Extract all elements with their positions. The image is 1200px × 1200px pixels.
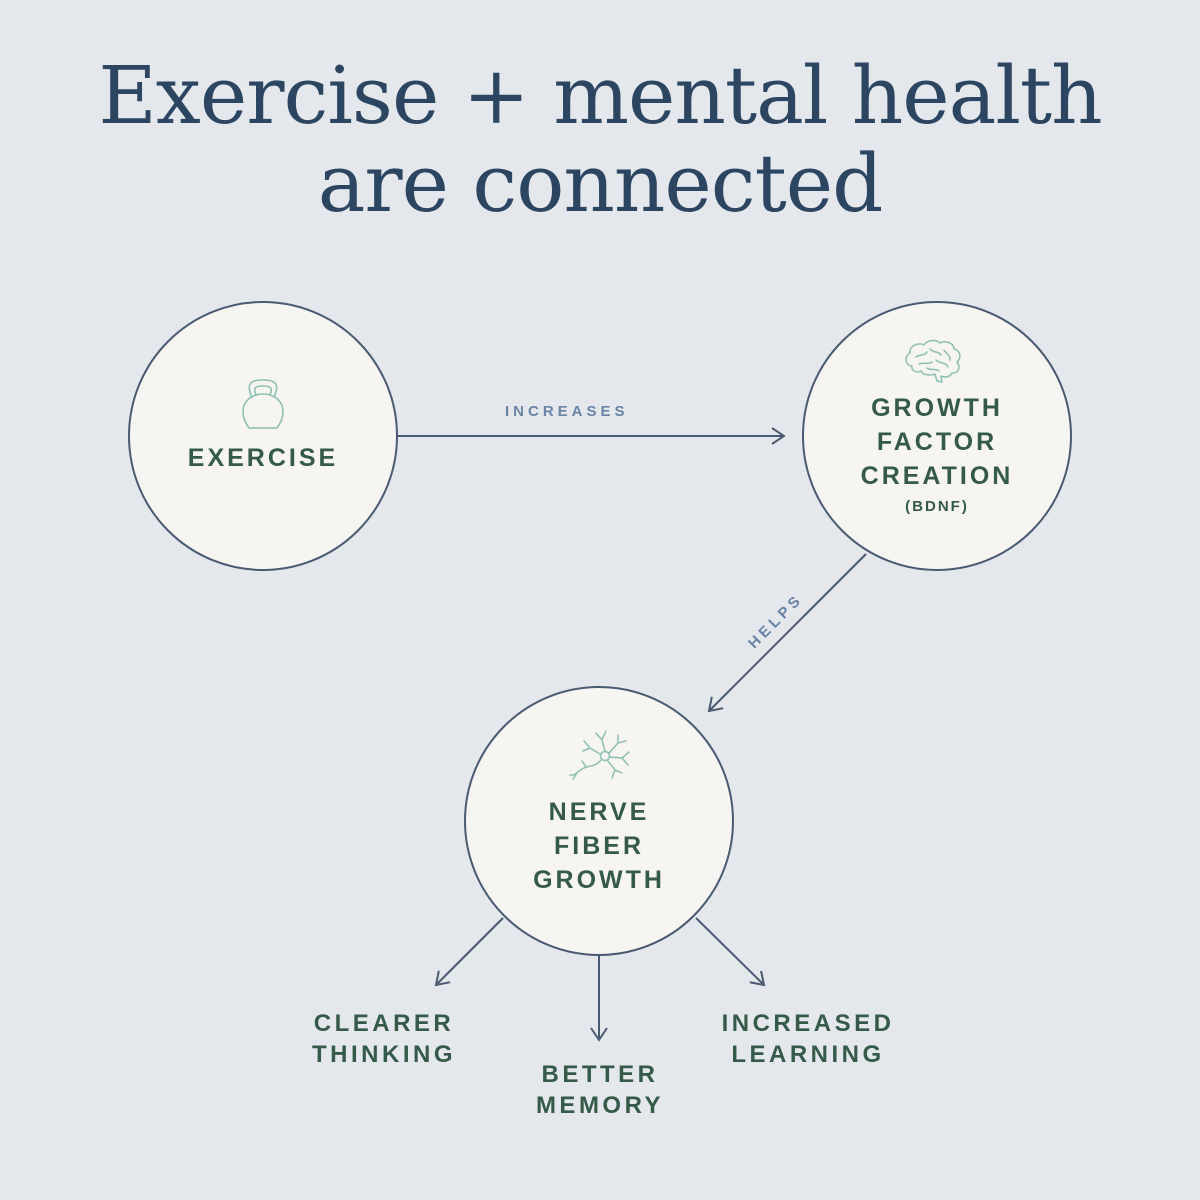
growth-factor-line-3: CREATION: [860, 462, 1014, 490]
outcome-better-line-2: MEMORY: [535, 1092, 665, 1119]
nerve-fiber-line-3: GROWTH: [533, 866, 665, 894]
neuron-icon: [569, 730, 630, 780]
arrow-clearer-thinking: [434, 917, 504, 987]
growth-factor-line-2: FACTOR: [876, 428, 998, 456]
kettlebell-icon: [242, 379, 284, 429]
node-growth-factor: [802, 301, 1072, 571]
arrow-helps: [707, 553, 867, 713]
outcome-clearer-line-1: CLEARER: [313, 1010, 455, 1037]
title-line-1: Exercise + mental health: [98, 49, 1102, 142]
exercise-label: EXERCISE: [187, 444, 339, 472]
outcome-increased-line-1: INCREASED: [721, 1010, 895, 1037]
node-exercise: [128, 301, 398, 571]
node-exercise-label: EXERCISE: [133, 441, 393, 475]
outcome-increased-line-2: LEARNING: [731, 1041, 885, 1068]
page-title: Exercise + mental health are connected: [0, 52, 1200, 228]
outcome-better-memory: BETTER MEMORY: [490, 1059, 710, 1121]
nerve-fiber-line-2: FIBER: [554, 832, 644, 860]
node-nerve-fiber: [464, 686, 734, 956]
arrow-increased-learning: [695, 917, 766, 987]
brain-icon: [905, 339, 961, 383]
outcome-increased-learning: INCREASED LEARNING: [688, 1008, 928, 1070]
growth-factor-sub: (BDNF): [905, 498, 969, 515]
node-nerve-fiber-label: NERVE FIBER GROWTH: [469, 795, 729, 897]
nerve-fiber-line-1: NERVE: [548, 798, 650, 826]
title-line-2: are connected: [317, 137, 884, 230]
outcome-better-line-1: BETTER: [541, 1061, 659, 1088]
node-growth-factor-label: GROWTH FACTOR CREATION (BDNF): [807, 391, 1067, 521]
outcome-clearer-line-2: THINKING: [312, 1041, 456, 1068]
growth-factor-line-1: GROWTH: [871, 394, 1003, 422]
edge-label-increases: INCREASES: [505, 403, 629, 420]
outcome-clearer-thinking: CLEARER THINKING: [274, 1008, 494, 1070]
